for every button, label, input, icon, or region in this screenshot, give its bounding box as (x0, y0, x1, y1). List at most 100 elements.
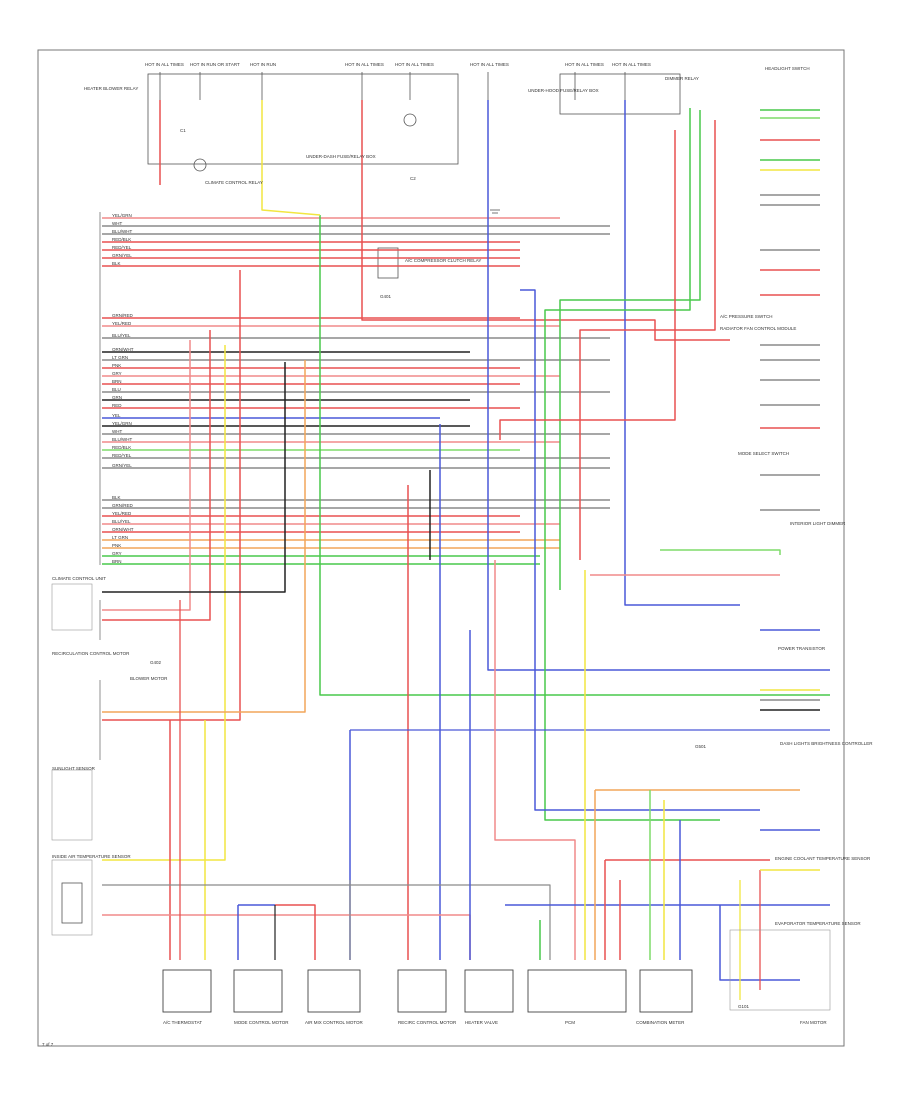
component-label: UNDER-HOOD FUSE/RELAY BOX (528, 88, 599, 93)
wire-harness (102, 100, 830, 1000)
heater-valve-box (464, 969, 514, 1013)
bottom-component-labels: A/C THERMOSTAT MODE CONTROL MOTOR AIR MI… (163, 1020, 827, 1025)
wire-yellow (261, 100, 321, 216)
component-label: BLOWER MOTOR (130, 676, 168, 681)
fuse-label: HOT IN ALL TIMES (145, 62, 184, 67)
wire-pink (102, 340, 191, 611)
connector-label: G501 (695, 744, 707, 749)
wire-color-label: PNK (112, 363, 121, 368)
fuse-label: HOT IN RUN (250, 62, 276, 67)
wire-pink (494, 560, 576, 960)
wire-color-label: BLU/WHT (112, 437, 133, 442)
wire-lightgreen (660, 549, 781, 555)
connector-label: G402 (150, 660, 162, 665)
fan-motor-region (729, 929, 831, 1011)
right-component-labels: A/C PRESSURE SWITCH RADIATOR FAN CONTROL… (720, 314, 873, 926)
combination-meter-box (639, 969, 693, 1013)
wire-color-label: WHT (112, 429, 122, 434)
a-c-thermostat-box (162, 969, 212, 1013)
component-label: RECIRC CONTROL MOTOR (398, 1020, 457, 1025)
climate-control-unit-connector (51, 212, 101, 936)
diagram-border (37, 49, 845, 1047)
connector-labels: C1 C2 G401 G402 G501 G101 (150, 128, 750, 1009)
wire-color-label: YEL/RED (112, 511, 132, 516)
component-label: PCM (565, 1020, 575, 1025)
wire-color-label: RED/YEL (112, 245, 132, 250)
component-label: DIMMER RELAY (665, 76, 699, 81)
wire-green (319, 215, 830, 696)
fuse-label: HOT IN ALL TIMES (395, 62, 434, 67)
component-label: COMBINATION METER (636, 1020, 685, 1025)
fuse-label: HOT IN ALL TIMES (470, 62, 509, 67)
wire-blue (624, 100, 740, 606)
wire-color-label: RED/BLK (112, 445, 131, 450)
wire-color-label: WHT (112, 221, 122, 226)
top-component-labels: HEATER BLOWER RELAY CLIMATE CONTROL RELA… (84, 66, 810, 263)
component-label: SUNLIGHT SENSOR (52, 766, 96, 771)
wire-color-label: YEL/GRN (112, 421, 132, 426)
pcm-box (527, 969, 627, 1013)
ground-icon (490, 209, 500, 214)
wire-color-label: LT GRN (112, 535, 128, 540)
under-dash-fuse-box (147, 73, 459, 165)
left-component-labels: CLIMATE CONTROL UNIT RECIRCULATION CONTR… (52, 576, 168, 859)
wire-color-label: BLU/YEL (112, 519, 131, 524)
connector-label: C2 (410, 176, 416, 181)
component-label: HEATER BLOWER RELAY (84, 86, 138, 91)
wire-color-label: LT GRN (112, 355, 128, 360)
wire-green (559, 110, 701, 590)
component-label: UNDER-DASH FUSE/RELAY BOX (306, 154, 376, 159)
component-label: INTERIOR LIGHT DIMMER (790, 521, 846, 526)
wire-blue (520, 289, 760, 811)
wire-color-label: BLU/YEL (112, 333, 131, 338)
top-labels: HOT IN ALL TIMES HOT IN RUN OR START HOT… (145, 62, 651, 67)
component-label: AIR MIX CONTROL MOTOR (305, 1020, 364, 1025)
wire-color-label: GRN (112, 395, 122, 400)
component-label: FAN MOTOR (800, 1020, 827, 1025)
wire-color-label: RED/YEL (112, 453, 132, 458)
component-label: CLIMATE CONTROL RELAY (205, 180, 263, 185)
component-label: A/C COMPRESSOR CLUTCH RELAY (405, 258, 481, 263)
component-label: A/C THERMOSTAT (163, 1020, 202, 1025)
wire-red (579, 120, 716, 560)
wire-color-label: BLU/WHT (112, 229, 133, 234)
connector-label: G401 (380, 294, 392, 299)
wire-color-label: PNK (112, 543, 121, 548)
wire-color-label: BLK (112, 261, 121, 266)
recirc-motor-box (397, 969, 447, 1013)
fuse-label: HOT IN RUN OR START (190, 62, 240, 67)
component-label: MODE CONTROL MOTOR (234, 1020, 289, 1025)
component-label: RADIATOR FAN CONTROL MODULE (720, 326, 796, 331)
wire-blue (719, 905, 800, 981)
wire-color-label: RED (112, 403, 122, 408)
component-label: MODE SELECT SWITCH (738, 451, 789, 456)
component-label: RECIRCULATION CONTROL MOTOR (52, 651, 130, 656)
wire-gray (102, 884, 551, 960)
bottom-components (162, 929, 831, 1013)
wire-color-label: BRN (112, 379, 122, 384)
component-label: EVAPORATOR TEMPERATURE SENSOR (775, 921, 861, 926)
wire-red (102, 270, 241, 721)
wire-color-label: BLK (112, 495, 121, 500)
connector-label: C1 (180, 128, 186, 133)
relay-coil-icon (193, 158, 207, 172)
component-label: POWER TRANSISTOR (778, 646, 826, 651)
component-label: DASH LIGHTS BRIGHTNESS CONTROLLER (780, 741, 873, 746)
wire-color-label: GRN/RED (112, 313, 134, 318)
wire-color-label: GRN/RED (112, 503, 134, 508)
wire-red (361, 100, 730, 341)
wire-yellow (102, 345, 226, 861)
wire-red (275, 904, 316, 960)
component-label: HEADLIGHT SWITCH (765, 66, 810, 71)
fuse-label: HOT IN ALL TIMES (612, 62, 651, 67)
component-label: A/C PRESSURE SWITCH (720, 314, 773, 319)
wire-color-label: GRN/YEL (112, 253, 132, 258)
air-mix-motor-box (307, 969, 361, 1013)
wire-pink (102, 914, 471, 960)
connector-label: G101 (738, 1004, 750, 1009)
wire-color-label: RED/BLK (112, 237, 131, 242)
wire-color-label: YEL/RED (112, 321, 132, 326)
wire-color-label: BRN (112, 559, 122, 564)
wire-red (499, 130, 676, 440)
